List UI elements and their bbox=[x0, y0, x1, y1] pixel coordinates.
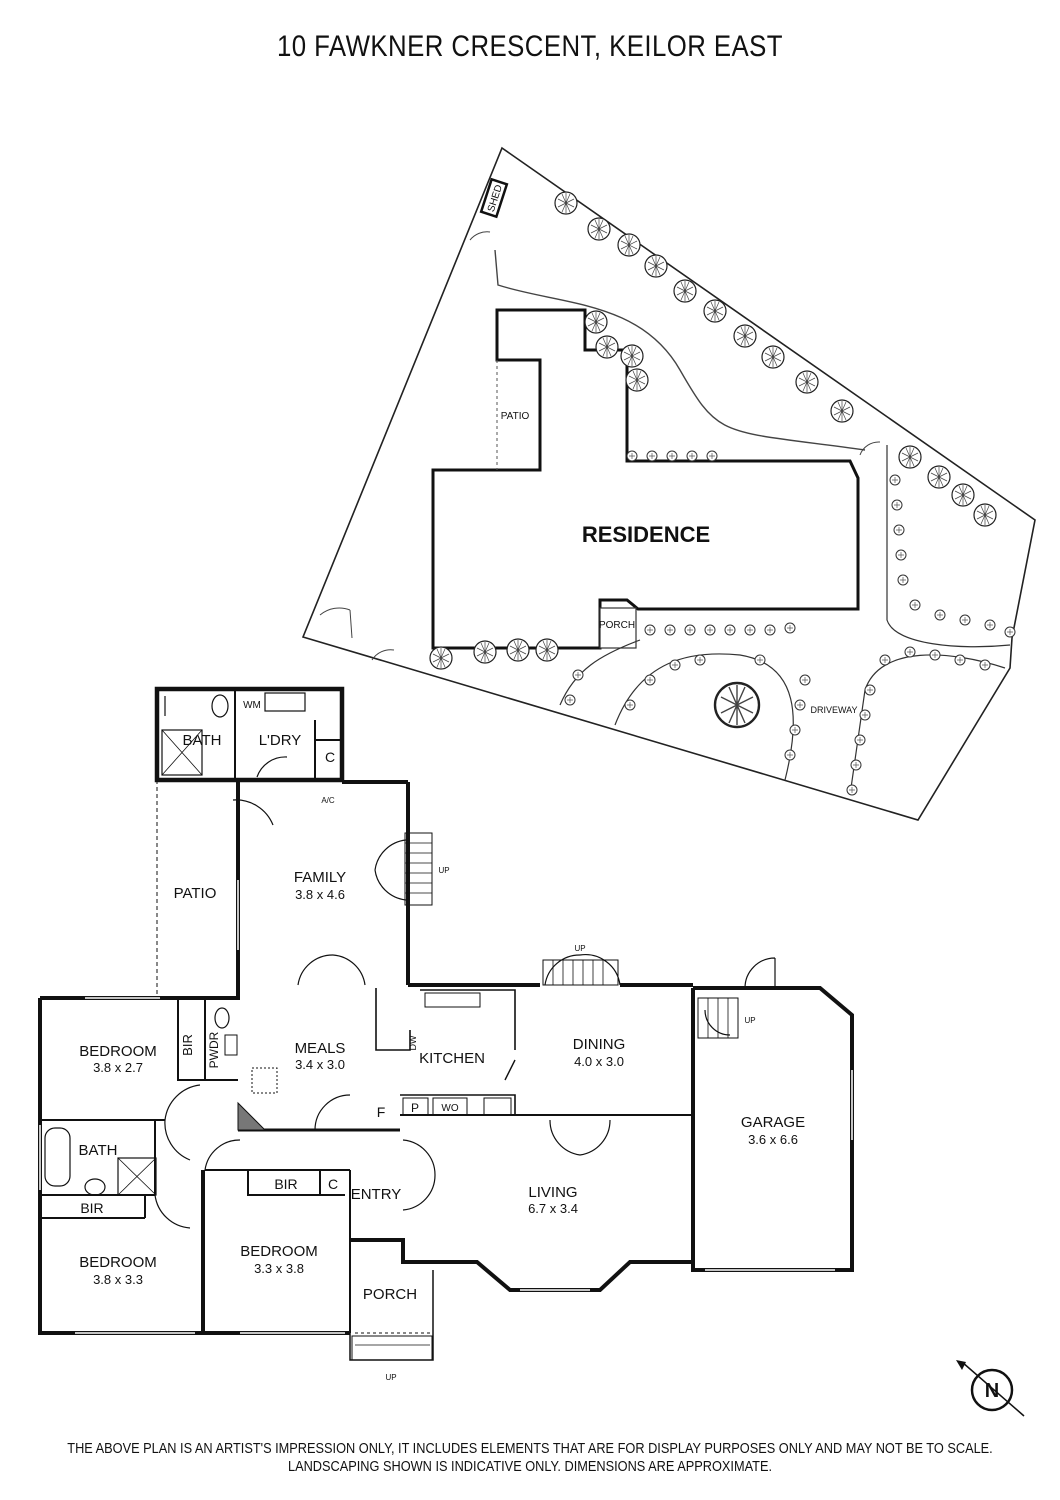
room-label: BATH bbox=[79, 1142, 118, 1159]
shed: SHED bbox=[479, 177, 509, 219]
room-label: PWDR bbox=[207, 1031, 221, 1068]
floor-plan bbox=[38, 686, 854, 1361]
room-label: C bbox=[328, 1176, 338, 1192]
garden-path bbox=[494, 249, 866, 451]
room-dims: 3.8 x 3.3 bbox=[93, 1272, 143, 1287]
site-boundary bbox=[301, 146, 1036, 821]
disclaimer-line-1: THE ABOVE PLAN IS AN ARTIST'S IMPRESSION… bbox=[67, 1441, 993, 1457]
disclaimer: THE ABOVE PLAN IS AN ARTIST'S IMPRESSION… bbox=[64, 1440, 997, 1476]
room-label: A/C bbox=[321, 796, 335, 805]
room-label: FAMILY bbox=[294, 869, 346, 886]
room-label: BEDROOM bbox=[240, 1243, 318, 1260]
room-label: BEDROOM bbox=[79, 1254, 157, 1271]
room-label: L'DRY bbox=[259, 732, 302, 749]
stairs-up-label: UP bbox=[574, 944, 585, 953]
room-dims: 3.4 x 3.0 bbox=[295, 1057, 345, 1072]
disclaimer-line-2: LANDSCAPING SHOWN IS INDICATIVE ONLY. DI… bbox=[287, 1459, 773, 1475]
room-label: MEALS bbox=[295, 1040, 346, 1057]
site-porch-label: PORCH bbox=[599, 620, 635, 631]
living-walls bbox=[401, 1240, 693, 1292]
room-label: BEDROOM bbox=[79, 1043, 157, 1060]
room-dims: 3.3 x 3.8 bbox=[254, 1261, 304, 1276]
room-label: C bbox=[325, 749, 335, 765]
room-dims: 3.8 x 4.6 bbox=[295, 887, 345, 902]
dw-label: DW bbox=[408, 1035, 418, 1050]
residence-footprint bbox=[431, 308, 860, 650]
wall-oven-label: WO bbox=[441, 1103, 458, 1114]
residence-label: RESIDENCE bbox=[582, 522, 710, 547]
room-label: BIR bbox=[274, 1176, 297, 1192]
fridge-label: F bbox=[377, 1104, 386, 1120]
room-label: PATIO bbox=[174, 885, 217, 902]
pantry-label: P bbox=[411, 1101, 419, 1115]
room-label: ENTRY bbox=[351, 1186, 402, 1203]
room-label: BIR bbox=[80, 1200, 103, 1216]
north-compass: N bbox=[956, 1360, 1025, 1417]
room-label: LIVING bbox=[528, 1184, 577, 1201]
compass-label: N bbox=[985, 1380, 999, 1402]
room-dims: 4.0 x 3.0 bbox=[574, 1054, 624, 1069]
room-label: BIR bbox=[180, 1034, 195, 1056]
site-patio-label: PATIO bbox=[501, 411, 530, 422]
room-label: GARAGE bbox=[741, 1114, 805, 1131]
room-dims: 6.7 x 3.4 bbox=[528, 1201, 578, 1216]
plan-title: 10 FAWKNER CRESCENT, KEILOR EAST bbox=[276, 30, 783, 63]
stairs-up-label: UP bbox=[385, 1373, 396, 1382]
site-plan: SHED RESIDENCE PATIO PORCH DRIVEWAY bbox=[301, 146, 1036, 821]
room-labels: BATH L'DRY WM C A/C PATIO FAMILY 3.8 x 4… bbox=[79, 700, 806, 1382]
stairs-up-label: UP bbox=[744, 1016, 755, 1025]
garage-walls bbox=[691, 986, 854, 1272]
room-label: DINING bbox=[573, 1036, 626, 1053]
room-label: WM bbox=[243, 700, 261, 711]
room-label: KITCHEN bbox=[419, 1050, 485, 1067]
room-label: PORCH bbox=[363, 1286, 417, 1303]
room-dims: 3.6 x 6.6 bbox=[748, 1132, 798, 1147]
room-label: BATH bbox=[183, 732, 222, 749]
driveway-label: DRIVEWAY bbox=[810, 705, 857, 715]
room-dims: 3.8 x 2.7 bbox=[93, 1060, 143, 1075]
stairs-up-label: UP bbox=[438, 866, 449, 875]
